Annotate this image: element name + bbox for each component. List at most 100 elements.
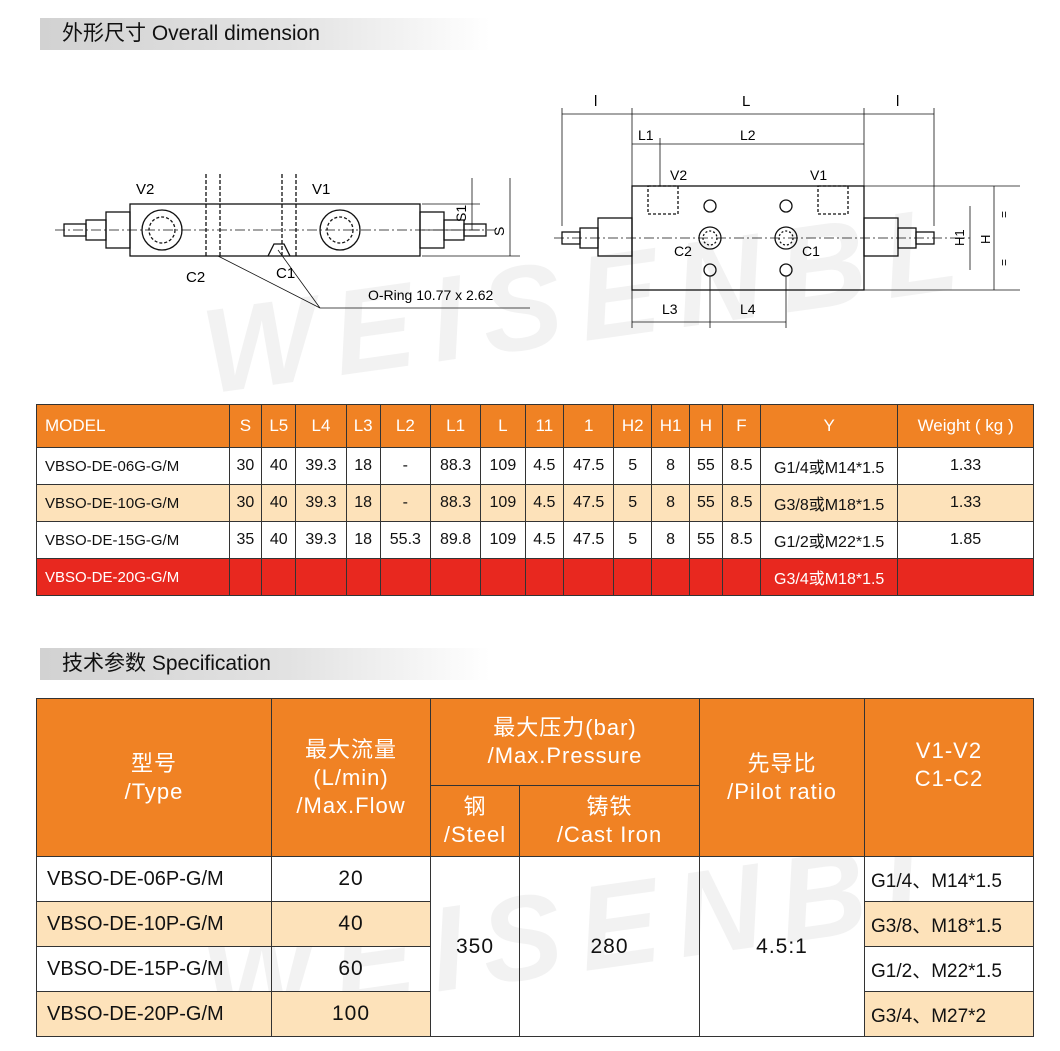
label-oring: O-Ring 10.77 x 2.62 (368, 287, 494, 303)
table-cell: 109 (480, 484, 526, 522)
table-cell: G3/4或M18*1.5 (760, 558, 899, 596)
spec-cast-pressure: 280 (519, 856, 700, 1037)
col-header: H (689, 404, 723, 448)
section-title-specification: 技术参数 Specification (40, 648, 490, 680)
table-cell (613, 558, 653, 596)
header-steel: 钢 /Steel (430, 785, 520, 857)
label-l1: L1 (638, 127, 654, 143)
label-v2: V2 (136, 181, 154, 198)
col-header: L3 (345, 404, 381, 448)
header-type-en: /Type (124, 778, 184, 804)
table-cell (261, 558, 297, 596)
table-cell: 4.5 (524, 521, 565, 559)
table-row: VBSO-DE-10P-G/M 40 G3/8、M18*1.5 (36, 901, 1034, 947)
spec-flow: 40 (271, 901, 431, 947)
table-cell: 18 (345, 447, 381, 485)
col-header: F (721, 404, 762, 448)
top-view-drawing: l L l L1 L2 V2 V1 C2 C1 L3 L4 H1 H = = (554, 93, 1020, 328)
header-pilot-cn: 先导比 (747, 750, 817, 776)
table-cell: 8.5 (721, 484, 762, 522)
col-header: L4 (295, 404, 347, 448)
table-cell: 30 (228, 447, 263, 485)
header-type-cn: 型号 (130, 750, 177, 776)
table-cell: G1/2或M22*1.5 (760, 521, 899, 559)
table-row: VBSO-DE-20P-G/M 100 G3/4、M27*2 (36, 991, 1034, 1037)
specification-table: 型号 /Type 最大流量 (L/min) /Max.Flow 最大压力(bar… (36, 698, 1034, 1037)
table-cell: 8.5 (721, 447, 762, 485)
table-cell: 55.3 (379, 521, 431, 559)
header-pressure-en: /Max.Pressure (487, 743, 643, 768)
table-cell: 40 (261, 447, 297, 485)
table-row: VBSO-DE-06P-G/M 20 350 280 4.5:1 G1/4、M1… (36, 856, 1034, 1037)
label-c1: C1 (802, 243, 820, 259)
table-cell: 4.5 (524, 447, 565, 485)
table-cell: 30 (228, 484, 263, 522)
table-cell: 47.5 (563, 447, 615, 485)
spec-port: G1/4、M14*1.5 (864, 856, 1034, 902)
header-flow-cn: 最大流量 (304, 736, 397, 762)
col-header: S (228, 404, 263, 448)
label-s: S (491, 227, 507, 236)
header-flow-en: /Max.Flow (296, 792, 406, 818)
table-cell: G3/8或M18*1.5 (760, 484, 899, 522)
col-header: 11 (524, 404, 565, 448)
table-cell: 47.5 (563, 484, 615, 522)
header-cast-en: /Cast Iron (556, 822, 663, 847)
table-cell: 55 (689, 447, 723, 485)
spec-port: G3/8、M18*1.5 (864, 901, 1034, 947)
label-l3: L3 (662, 301, 678, 317)
table-cell (228, 558, 263, 596)
header-flow-unit: (L/min) (313, 764, 389, 790)
table-cell (651, 558, 691, 596)
table-cell: 89.8 (429, 521, 482, 559)
spec-flow: 60 (271, 946, 431, 992)
table-cell: 55 (689, 521, 723, 559)
label-c2: C2 (674, 243, 692, 259)
dimension-table: MODEL S L5 L4 L3 L2 L1 L 11 1 H2 H1 H F … (36, 404, 1034, 596)
table-row: VBSO-DE-15P-G/M 60 G1/2、M22*1.5 (36, 946, 1034, 992)
table-cell (721, 558, 762, 596)
label-eq: = (997, 211, 1011, 218)
col-header: L (480, 404, 526, 448)
table-cell: 18 (345, 521, 381, 559)
col-header: 1 (563, 404, 615, 448)
section-title-dimension: 外形尺寸 Overall dimension (40, 18, 490, 50)
label-l2: L2 (740, 127, 756, 143)
label-c2: C2 (186, 269, 205, 286)
table-cell: - (379, 447, 431, 485)
header-ports-v: V1-V2 (915, 738, 983, 763)
header-steel-en: /Steel (443, 822, 507, 847)
table-cell: 109 (480, 447, 526, 485)
spec-model: VBSO-DE-06P-G/M (36, 856, 272, 902)
table-cell: 88.3 (429, 484, 482, 522)
header-pressure: 最大压力(bar) /Max.Pressure (430, 698, 700, 786)
model-cell: VBSO-DE-10G-G/M (36, 484, 230, 522)
table-cell: - (379, 484, 431, 522)
table-cell (295, 558, 347, 596)
side-view-drawing: V2 V1 C2 C1 S1 S O-Ring 10.77 x 2.62 (55, 174, 530, 309)
table-cell (524, 558, 565, 596)
table-cell: 39.3 (295, 521, 347, 559)
header-pilot-en: /Pilot ratio (727, 778, 837, 804)
label-c1: C1 (276, 265, 295, 282)
col-header: Y (760, 404, 899, 448)
model-cell: VBSO-DE-15G-G/M (36, 521, 230, 559)
table-cell (897, 558, 1034, 596)
table-cell: 18 (345, 484, 381, 522)
header-cast-iron: 铸铁 /Cast Iron (519, 785, 700, 857)
label-h1: H1 (952, 229, 967, 246)
table-cell: 1.85 (897, 521, 1034, 559)
label-v2: V2 (670, 167, 687, 183)
table-cell (379, 558, 431, 596)
table-cell: 47.5 (563, 521, 615, 559)
col-header: Weight ( kg ) (897, 404, 1034, 448)
header-ports: V1-V2 C1-C2 (864, 698, 1034, 857)
spec-model: VBSO-DE-15P-G/M (36, 946, 272, 992)
spec-model: VBSO-DE-10P-G/M (36, 901, 272, 947)
table-cell: 8.5 (721, 521, 762, 559)
header-steel-cn: 钢 (463, 794, 487, 819)
label-v1: V1 (312, 181, 330, 198)
header-cast-cn: 铸铁 (586, 794, 633, 819)
